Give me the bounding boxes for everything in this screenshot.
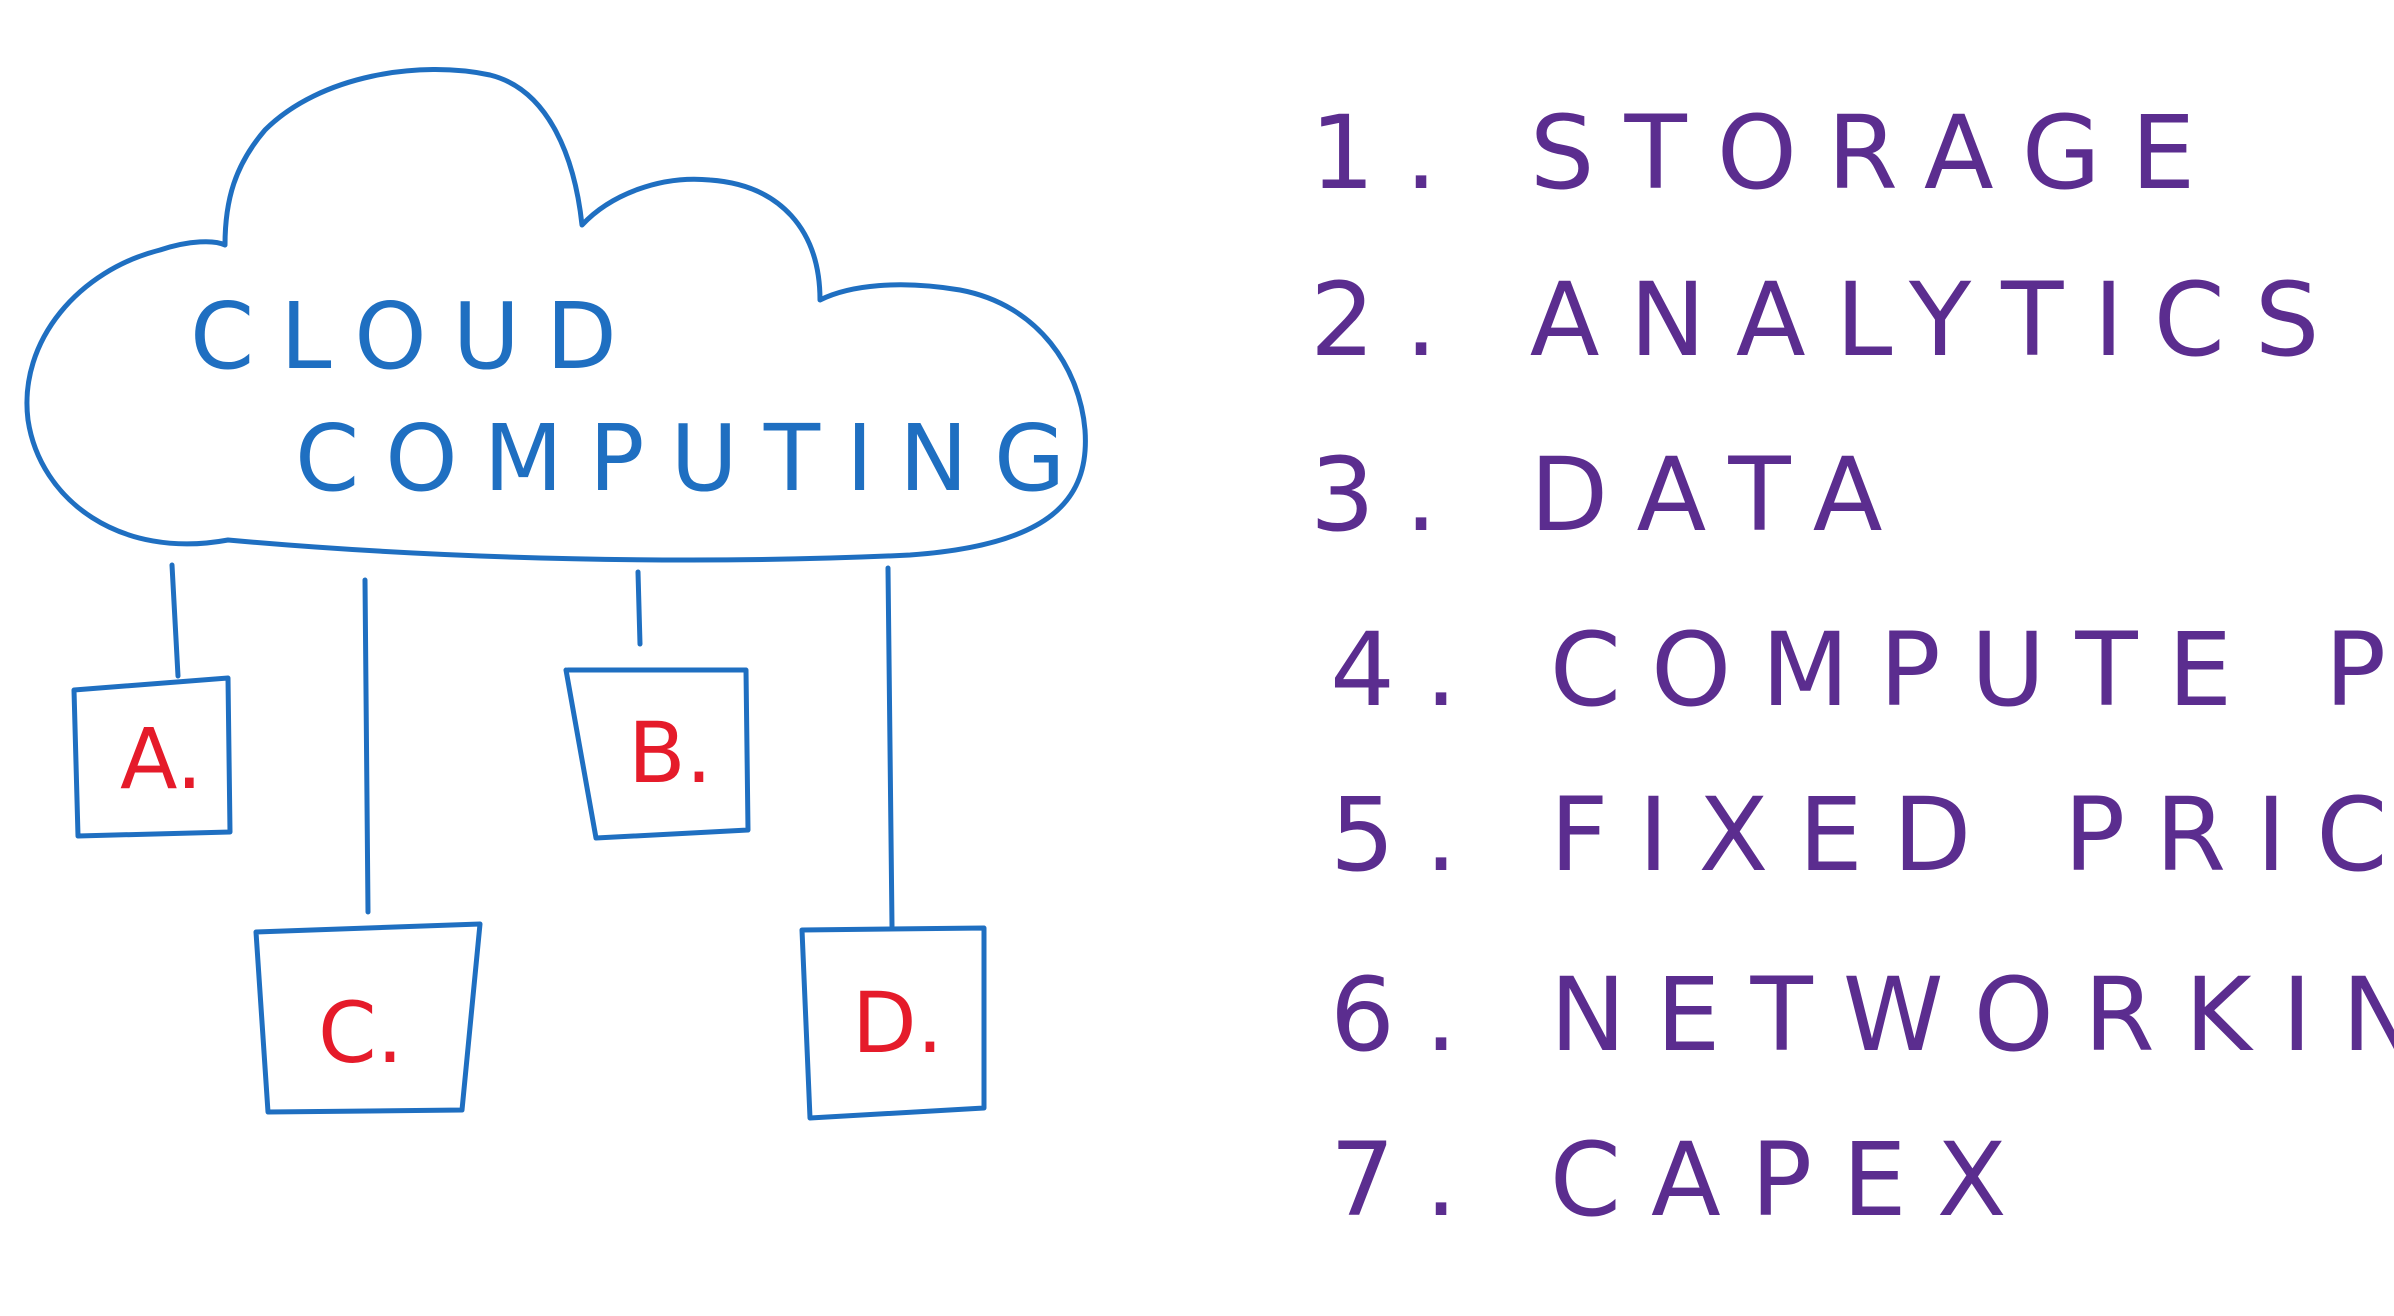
list-item-fixed-pricing: 5. FIXED PRICING <box>1330 776 2394 895</box>
box-a-label: A. <box>120 710 203 808</box>
list-item-capex: 7. CAPEX <box>1330 1121 2037 1240</box>
list-item-storage: 1. STORAGE <box>1310 94 2225 213</box>
box-b <box>563 667 751 841</box>
box-c <box>253 921 483 1115</box>
list-item-compute-power: 4. COMPUTE POWER <box>1330 611 2394 730</box>
list-item-analytics: 2. ANALYTICS <box>1310 261 2350 380</box>
cloud-title-line1: CLOUD <box>190 283 643 390</box>
box-a <box>71 675 233 839</box>
cloud-title-line2: COMPUTING <box>295 405 1091 512</box>
list-item-networking: 6. NETWORKING <box>1330 956 2394 1075</box>
list-item-data: 3. DATA <box>1310 436 1913 555</box>
box-d <box>799 925 987 1121</box>
cloud-outline <box>24 67 1088 563</box>
box-c-label: C. <box>318 984 403 1082</box>
connector-b <box>635 569 643 647</box>
connector-d <box>885 565 895 929</box>
box-b-label: B. <box>628 704 712 802</box>
connector-c <box>362 577 371 915</box>
connector-a <box>169 562 181 679</box>
box-d-label: D. <box>852 974 943 1072</box>
